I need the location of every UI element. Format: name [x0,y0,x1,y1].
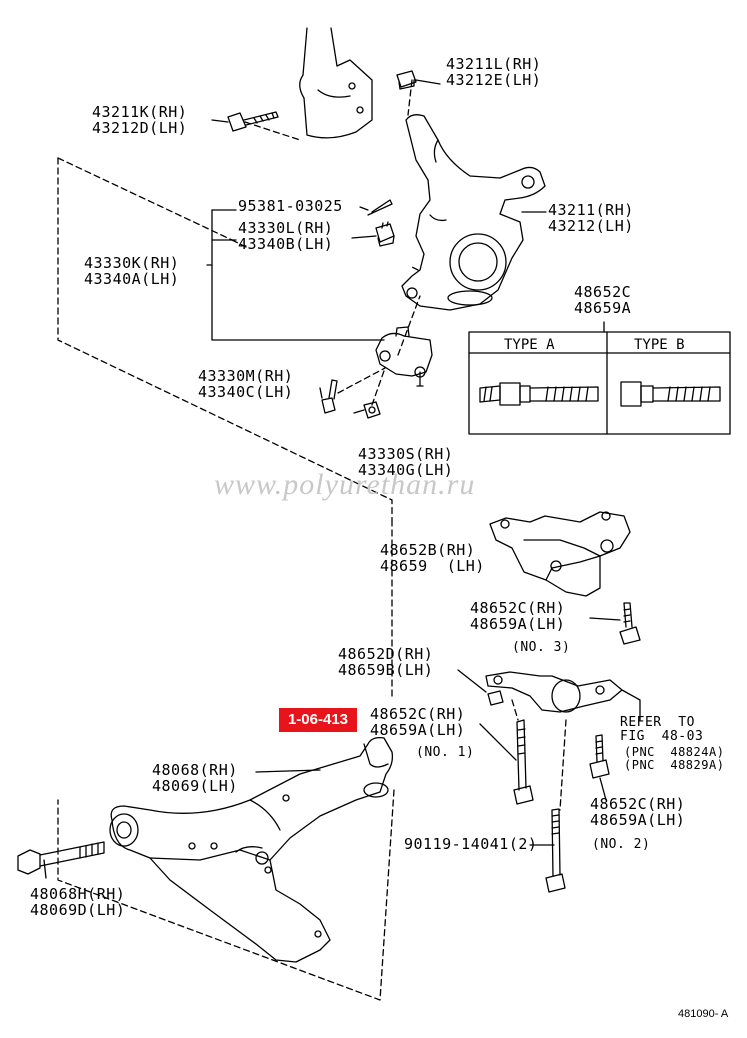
nut-43330s [363,401,381,419]
bushing-bracket [485,671,641,713]
cotter-pin [367,199,393,216]
steering-knuckle [401,114,546,311]
label-no1: (NO. 1) [416,745,475,760]
label-no2: (NO. 2) [592,837,651,852]
flange-nut-43211l [396,70,417,90]
label-43330k: 43330K(RH)43340A(LH) [84,254,180,288]
label-no3: (NO. 3) [512,640,571,655]
label-48652c-no3: 48652C(RH)48659A(LH) [470,599,566,633]
label-48068: 48068(RH)48069(LH) [152,761,238,795]
figure-number: 481090- A [678,1008,729,1020]
bolt-48652c-no3 [589,602,641,645]
label-pnc: (PNC 48824A)(PNC 48829A) [624,745,725,772]
ball-joint [375,326,433,387]
label-43211: 43211(RH)43212(LH) [548,201,634,235]
bolt-48652c-no1 [479,719,534,805]
label-48652d: 48652D(RH)48659B(LH) [338,645,434,679]
bolt-48652c-no2 [589,734,610,801]
type-a-header: TYPE A [504,337,555,353]
bolt-48068h [17,841,105,879]
watermark: www.polyurethan.ru [214,468,476,501]
label-43330m: 43330M(RH)43340C(LH) [198,367,294,401]
label-43330l: 43330L(RH)43340B(LH) [238,219,334,253]
type-b-header: TYPE B [634,337,685,353]
label-48652c-no1: 48652C(RH)48659A(LH) [370,705,466,739]
label-95381: 95381-03025 [238,197,343,215]
label-43211l: 43211L(RH)43212E(LH) [446,55,542,89]
highlight-badge: 1-06-413 [279,708,357,732]
type-box [468,321,731,435]
rear-bracket-48652b [489,511,631,597]
label-90119: 90119-14041(2) [404,835,538,853]
label-43211k: 43211K(RH)43212D(LH) [92,103,188,137]
label-48652b: 48652B(RH)48659 (LH) [380,541,485,575]
strut-shock-absorber [299,27,373,139]
label-48068h: 48068H(RH)48069D(LH) [30,885,126,919]
lower-control-arm [109,736,394,963]
label-43330s: 43330S(RH)43340G(LH) [358,445,454,479]
label-48652c-no2: 48652C(RH)48659A(LH) [590,795,686,829]
bolt-90119 [529,808,566,893]
bolt-43330m [321,379,338,414]
bolt-43211k [227,111,279,132]
nut-48652d [457,669,504,706]
castle-nut [375,221,395,247]
